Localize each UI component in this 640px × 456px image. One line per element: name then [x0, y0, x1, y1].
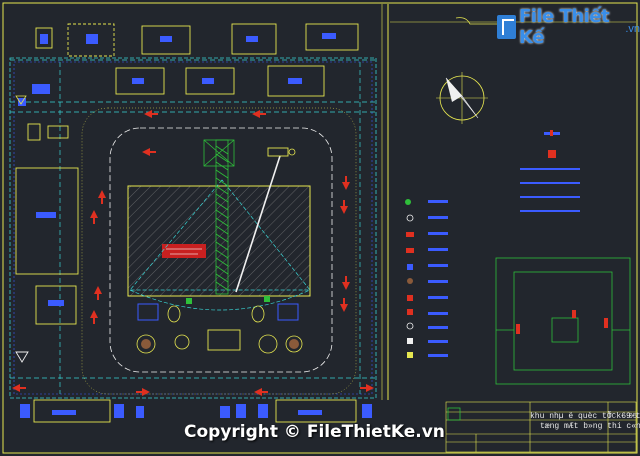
- legend-symbol-icons: [405, 199, 448, 358]
- tower-crane-icon: [203, 139, 235, 295]
- title-block: [445, 401, 637, 453]
- sheet-code: TC - 05: [607, 413, 637, 421]
- site-boundary: [9, 57, 377, 399]
- copyright-watermark: Copyright © FileThietKe.vn: [184, 422, 445, 442]
- file-logo-icon: [497, 15, 516, 39]
- logo-ext: .vn: [625, 23, 640, 35]
- logo-text: File Thiết Kế: [518, 6, 610, 48]
- top-buildings: [35, 23, 359, 97]
- project-title-line1: khu nhµ ë quèc tÕ k69-tp.hcm: [530, 412, 640, 421]
- crane-boom: [235, 155, 281, 293]
- watermark-logo: File Thiết Kế .vn: [497, 6, 640, 48]
- crane-radius: [129, 179, 311, 291]
- construction-zone: [109, 127, 333, 373]
- main-building: [127, 185, 311, 297]
- building-label: [162, 244, 206, 258]
- project-title-line2: tæng mÆt b»ng thi c«ng: [540, 422, 640, 431]
- direction-arrow-icons: [12, 110, 374, 396]
- site-schematic: [495, 257, 631, 385]
- north-arrow-icon: [436, 72, 488, 124]
